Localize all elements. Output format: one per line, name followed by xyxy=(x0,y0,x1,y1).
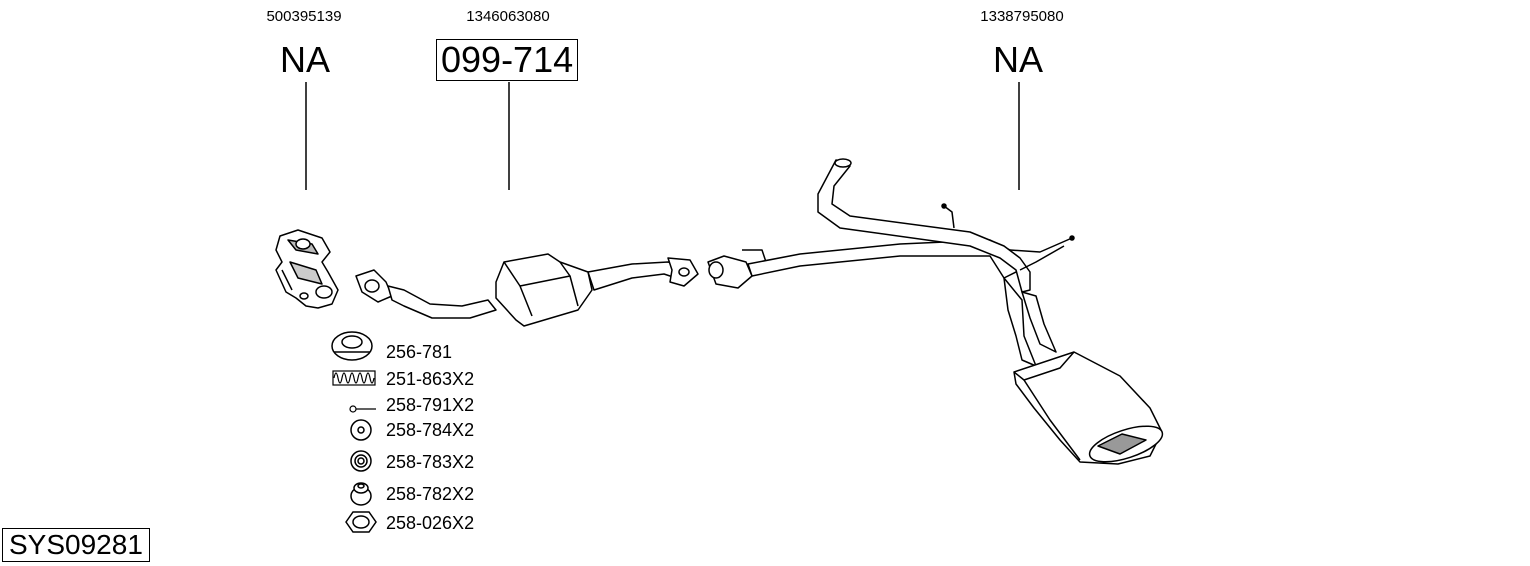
legend-label-5: 258-783X2 xyxy=(386,452,475,472)
spring-icon xyxy=(332,370,376,386)
part-number-2[interactable]: 099-714 xyxy=(436,39,579,81)
hex-nut-icon xyxy=(345,511,377,533)
oem-number-3: 1338795080 xyxy=(980,8,1064,25)
rubber-bush-icon xyxy=(350,482,372,506)
system-code: SYS09281 xyxy=(2,528,150,562)
washer-icon xyxy=(350,419,372,441)
oem-number-1: 500395139 xyxy=(266,8,342,25)
legend-label-4: 258-784X2 xyxy=(386,420,475,440)
legend-label-1: 256-781 xyxy=(386,342,453,362)
catalytic-converter-pipe[interactable] xyxy=(355,253,699,327)
legend-label-2: 251-863X2 xyxy=(386,369,475,389)
bolt-icon xyxy=(349,405,376,413)
rear-muffler-pipe[interactable] xyxy=(707,158,1166,469)
exhaust-manifold[interactable] xyxy=(275,229,339,309)
part-number-1[interactable]: NA xyxy=(279,39,330,80)
rubber-mount-icon xyxy=(350,450,372,472)
part-number-3[interactable]: NA xyxy=(992,39,1043,80)
legend-label-6: 258-782X2 xyxy=(386,484,475,504)
legend-label-7: 258-026X2 xyxy=(386,513,475,533)
oem-number-2: 1346063080 xyxy=(466,8,550,25)
gasket-ring-icon xyxy=(331,331,373,361)
legend-label-3: 258-791X2 xyxy=(386,395,475,415)
